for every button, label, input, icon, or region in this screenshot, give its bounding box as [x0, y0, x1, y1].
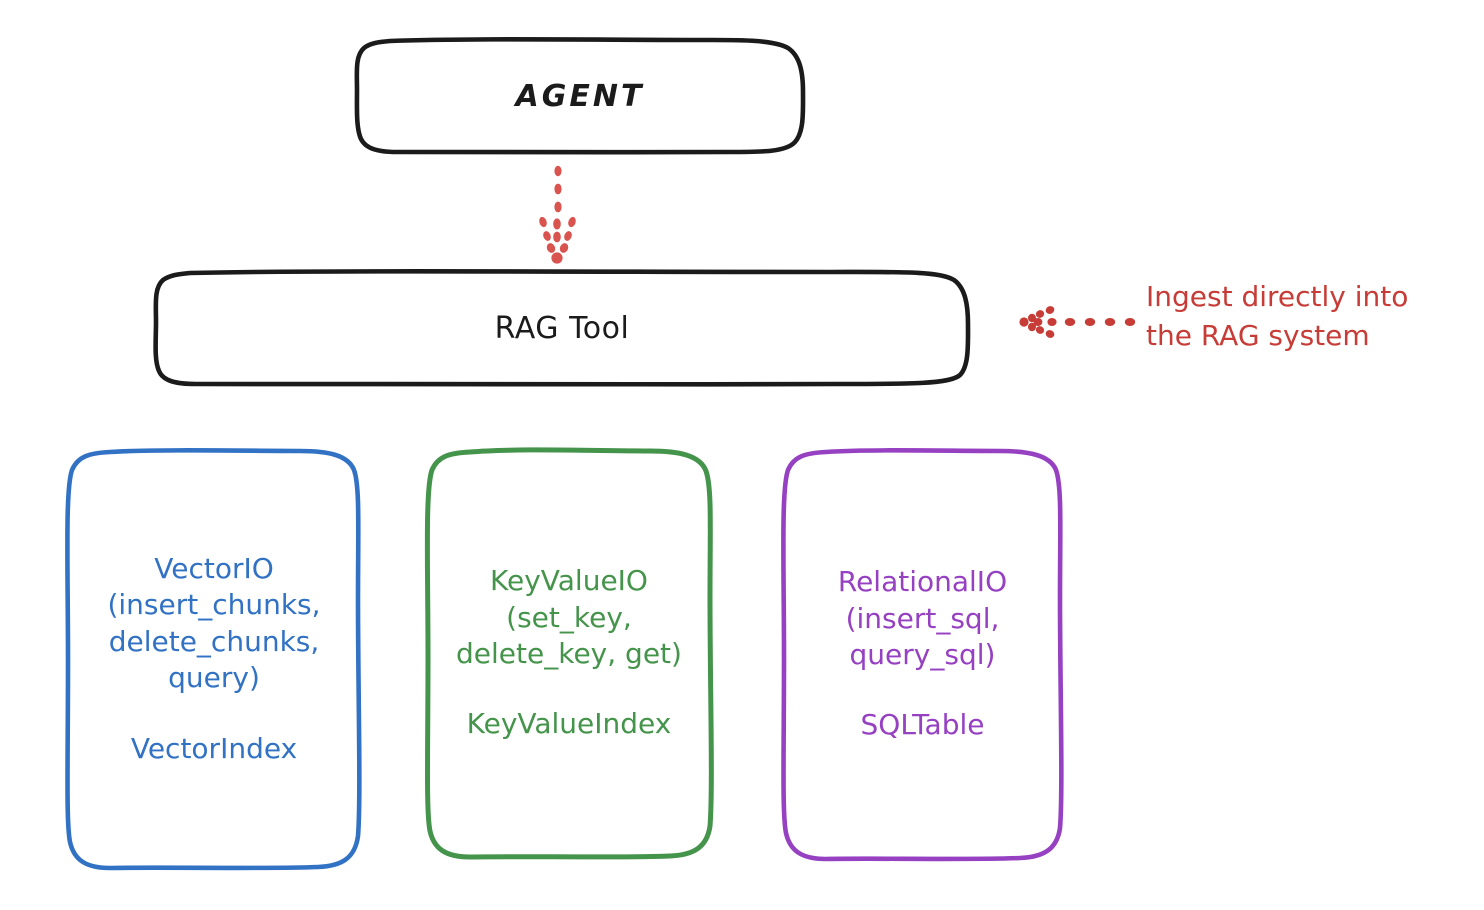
- keyvalueio-node-shape[interactable]: [424, 447, 714, 860]
- rag-tool-node-shape[interactable]: [153, 269, 971, 387]
- relationalio-node-shape[interactable]: [781, 448, 1064, 862]
- vectorio-node-shape[interactable]: [65, 448, 362, 871]
- agent-node-shape[interactable]: [354, 37, 806, 155]
- ingest-arrow-icon: [1019, 306, 1136, 338]
- agent-to-rag-tool-arrow-icon: [539, 165, 576, 264]
